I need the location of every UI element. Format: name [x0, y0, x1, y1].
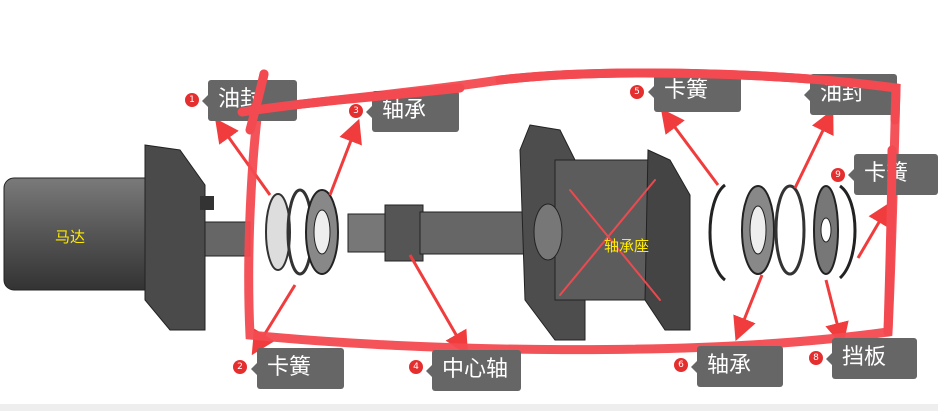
center-shaft	[347, 204, 541, 262]
callout-badge-2: 2	[233, 360, 247, 374]
bearing-housing-label: 轴承座	[604, 237, 650, 255]
callout-badge-8: 8	[809, 351, 823, 365]
callout-label-7: 油封	[804, 74, 897, 115]
callout-label-6: 轴承	[691, 346, 783, 387]
motor	[3, 144, 251, 331]
callout-label-3: 轴承	[366, 91, 459, 132]
seal-and-bearing-left	[265, 188, 339, 276]
callout-badge-1: 1	[185, 93, 199, 107]
callout-label-5: 卡簧	[648, 71, 741, 112]
callout-badge-3: 3	[349, 104, 363, 118]
callout-badge-9: 9	[831, 168, 845, 182]
bottom-strip	[0, 404, 938, 411]
bearing-housing	[519, 124, 691, 341]
callout-label-1: 油封	[202, 80, 297, 121]
callout-label-4: 中心轴	[426, 350, 521, 391]
callout-label-9: 卡簧	[848, 154, 938, 195]
callout-badge-6: 6	[674, 358, 688, 372]
seal-and-bearing-right	[708, 183, 857, 282]
callout-arrows	[215, 108, 892, 356]
callout-badge-4: 4	[409, 360, 423, 374]
motor-label: 马达	[55, 228, 86, 246]
callout-label-8: 挡板	[826, 338, 917, 379]
callout-label-2: 卡簧	[251, 348, 344, 389]
callout-badge-5: 5	[630, 85, 644, 99]
